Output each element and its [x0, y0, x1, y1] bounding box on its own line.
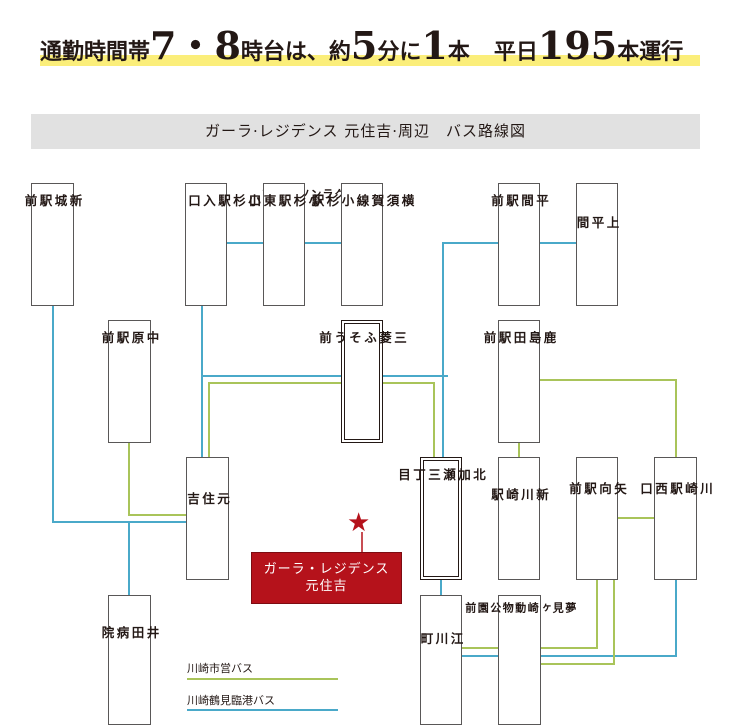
headline-part: 時台は、約	[240, 39, 351, 65]
route-kawasaki-return	[541, 580, 677, 657]
stop-mukaigawara-ekimae: 矢 向 駅 前	[567, 457, 627, 580]
stop-label: 矢 向 駅 前	[567, 482, 627, 496]
stop-egawacho: 江 川 町	[418, 595, 464, 725]
stop-ida-hospital: 井 田 病 院	[100, 595, 160, 725]
site-label-line2: 元住吉	[305, 579, 348, 594]
stop-kitakase-3chome: 北 加 瀬 三 丁 目	[396, 457, 486, 580]
route-mitsubishi-kitakase	[383, 382, 435, 457]
stop-yokosuka-kosugi: 横 須 賀 線 小 杉 駅	[310, 183, 415, 306]
stop-label: 江 川 町	[418, 632, 464, 646]
stop-hirama-ekimae: 平 間 駅 前	[489, 183, 549, 306]
stop-label: 上 平 間	[574, 216, 620, 230]
map-title: ガーラ·レジデンス 元住吉·周辺 バス路線図	[31, 114, 700, 149]
stop-kawasaki-nishiguchi: 川 崎 駅 西 口	[638, 457, 713, 580]
stop-label: 夢 見 ヶ 崎 動 物 公 園 前	[463, 602, 577, 614]
headline-highlight	[40, 55, 700, 66]
stop-label: 新 川 崎 駅	[489, 488, 549, 502]
stop-label: 小 杉 駅 入 口	[186, 194, 261, 208]
headline-part: 本運行	[617, 39, 684, 65]
route-yumemigasaki	[541, 580, 615, 665]
headline-number: 7・8	[150, 23, 241, 68]
stop-label: 小 杉 駅 東 口	[246, 194, 322, 208]
route-kashimada	[540, 379, 677, 457]
headline-part: 分に	[377, 39, 422, 65]
site-label-line1: ガーラ・レジデンス	[263, 562, 390, 577]
headline: 通勤時間帯7・8時台は、約5分に1本平日195本運行	[40, 18, 700, 68]
city-bus-routes	[128, 379, 677, 665]
route-mukaigawara	[541, 580, 598, 649]
stop-label: 鹿 島 田 駅 前	[481, 331, 557, 345]
stop-label: 平 間 駅 前	[489, 194, 549, 208]
stop-label: 三 菱 ふ そ う 前	[317, 331, 407, 345]
stop-kosugi-higashiguchi: 小 杉 駅 東 口	[247, 183, 322, 306]
headline-text: 通勤時間帯7・8時台は、約5分に1本平日195本運行	[40, 27, 683, 66]
site-star-icon: ★	[347, 508, 371, 538]
route-hirama	[442, 242, 498, 457]
stop-label: 川 崎 駅 西 口	[638, 482, 713, 496]
stop-label: 元 住 吉	[185, 492, 230, 506]
headline-part: 通勤時間帯	[40, 39, 151, 65]
stop-kashimada-ekimae: 鹿 島 田 駅 前	[482, 320, 557, 443]
headline-number: 195	[537, 23, 618, 68]
stop-label: 横 須 賀 線 小 杉 駅	[309, 194, 415, 208]
site-label: ガーラ・レジデンス 元住吉	[251, 552, 402, 604]
stop-mitsubishi-fuso: 三 菱 ふ そ う 前	[317, 320, 407, 443]
stop-nakahara-ekimae: 中 原 駅 前	[100, 320, 160, 443]
legend-tsurumi-bus: 川崎鶴見臨港バス	[187, 694, 275, 707]
stop-kamihirama: 上 平 間	[574, 183, 620, 306]
stop-label: 中 原 駅 前	[99, 331, 160, 345]
headline-number: 5	[350, 23, 378, 68]
stop-label: 北 加 瀬 三 丁 目	[396, 468, 486, 482]
route-motosumiyoshi-mitsubishi	[208, 382, 341, 457]
stop-label: 井 田 病 院	[99, 626, 160, 640]
route-nakahara	[128, 443, 186, 516]
headline-part: 平日	[493, 39, 538, 65]
stop-label: 新 城 駅 前	[22, 194, 83, 208]
tsurumi-bus-routes	[52, 242, 677, 657]
stop-yumemigasaki-zoo: 夢 見 ヶ 崎 動 物 公 園 前	[464, 595, 577, 725]
stop-kosugi-iriguchi: 小 杉 駅 入 口 グ ラ ン ツ リ ー 前	[185, 183, 346, 306]
stop-shinjo-ekimae: 新 城 駅 前	[23, 183, 83, 306]
stop-shinkawasaki: 新 川 崎 駅	[489, 457, 549, 580]
stop-motosumiyoshi: 元 住 吉	[185, 457, 230, 580]
headline-part: 本	[447, 39, 470, 65]
headline-number: 1	[421, 23, 448, 68]
legend-city-bus: 川崎市営バス	[187, 662, 253, 675]
route-shinjo	[52, 306, 130, 595]
